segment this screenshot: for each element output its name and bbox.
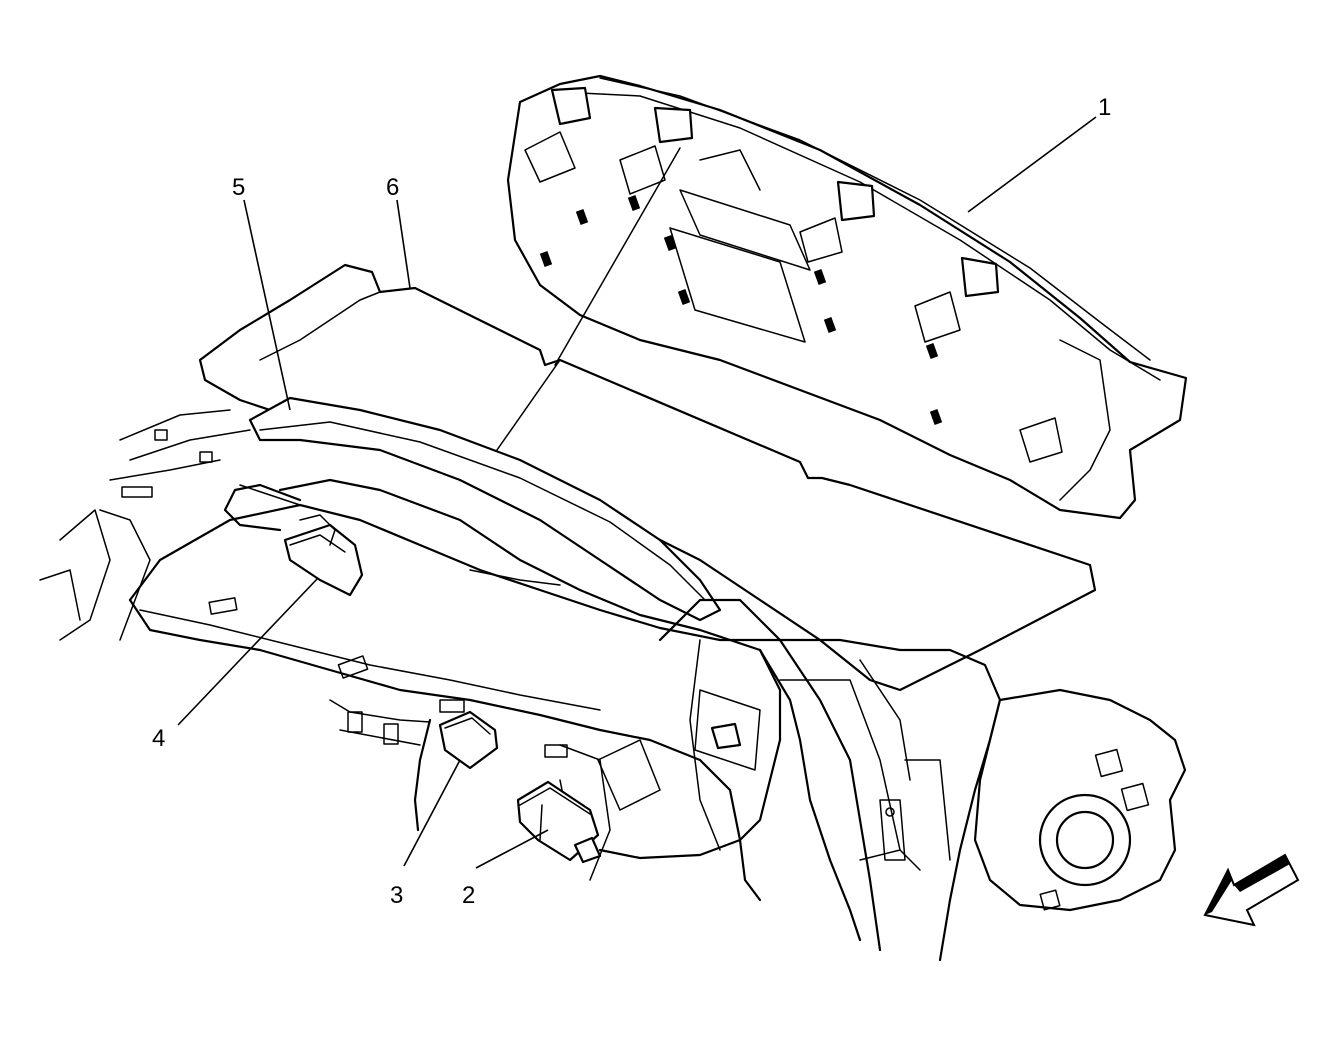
- lower-dash-structure: [39, 409, 1187, 962]
- part-5-brace: [248, 396, 722, 622]
- callout-1: 1: [1098, 94, 1112, 121]
- front-direction-arrow-icon: [1203, 853, 1300, 927]
- callout-3: 3: [390, 882, 404, 909]
- callout-2: 2: [462, 882, 476, 909]
- callout-6: 6: [386, 174, 400, 201]
- callout-4: 4: [152, 725, 166, 752]
- part-3-connector: [438, 710, 499, 770]
- leader-lines: [177, 116, 1097, 869]
- part-4-connector: [283, 514, 364, 597]
- part-2-module: [516, 780, 602, 864]
- wiring-harness: [223, 478, 862, 942]
- part-6-panel-cover: [198, 147, 1097, 692]
- callout-5: 5: [232, 174, 246, 201]
- part-1-instrument-panel-pad: [506, 74, 1188, 520]
